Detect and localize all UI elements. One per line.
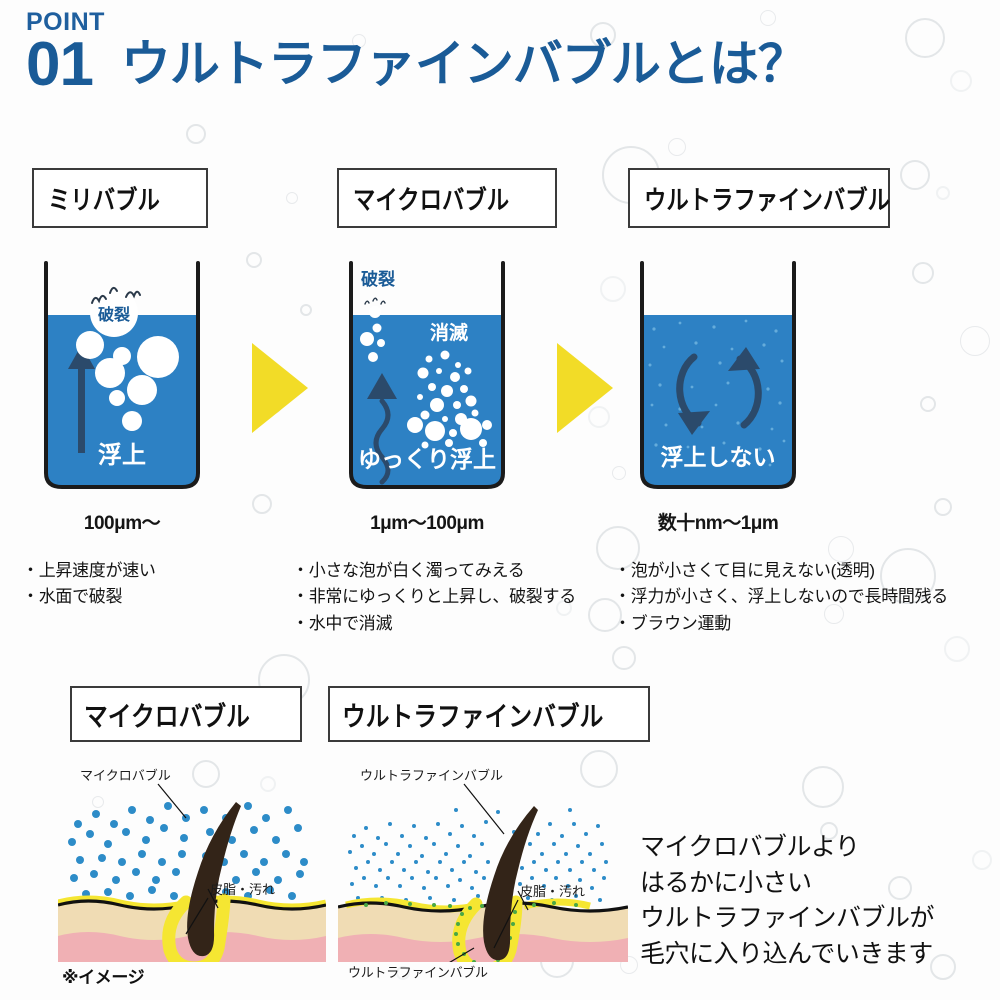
type-box-micro: マイクロバブル (337, 168, 557, 228)
point-badge: POINT 01 (26, 8, 105, 99)
beaker-micro-top-text: 破裂 (361, 269, 395, 289)
bullet-item: ・浮力が小さく、浮上しないので長時間残る (614, 587, 948, 607)
point-word: POINT (26, 8, 105, 36)
summary-line: ウルトラファインバブルが (640, 904, 935, 932)
beaker-ultrafine-wrap: 浮上しない 数十nm〜1μm (628, 255, 808, 535)
bullet-item: ・小さな泡が白く濁ってみえる (292, 561, 525, 580)
beaker-milli-wrap: 破裂 浮上 100μm〜 (32, 255, 212, 535)
skin-micro-bubble-callout: マイクロバブル (80, 768, 171, 783)
size-label-ultrafine: 数十nm〜1μm (657, 513, 779, 534)
lower-type-box-ultrafine: ウルトラファインバブル (328, 686, 650, 742)
bullet-item: ・非常にゆっくりと上昇し、破裂する (292, 587, 576, 607)
summary-line: はるかに小さい (640, 868, 812, 897)
transition-arrow-2-icon (557, 343, 613, 433)
bubble-column-micro: マイクロバブル 破裂 (337, 168, 579, 535)
point-number: 01 (26, 30, 94, 99)
bullet-item: ・上昇速度が速い (22, 561, 156, 580)
skin-sebum-callout-2: 皮脂・汚れ (520, 884, 585, 899)
bubble-column-milli: ミリバブル (32, 168, 274, 535)
bullet-item: ・ブラウン運動 (614, 613, 731, 633)
bullet-item: ・泡が小さくて目に見えない(透明) (614, 561, 875, 580)
size-label-micro: 1μm〜100μm (370, 513, 484, 534)
beaker-ultrafine: 浮上しない (628, 255, 808, 500)
summary-line: 毛穴に入り込んでいきます (640, 939, 933, 968)
lower-type-box-ultrafine-label: ウルトラファインバブル (342, 701, 604, 732)
skin-ultrafine-bubble-callout: ウルトラファインバブル (360, 768, 503, 783)
lower-type-box-micro-label: マイクロバブル (84, 701, 250, 732)
beaker-micro-bottom-text: ゆっくり浮上 (358, 446, 496, 472)
type-box-ultrafine: ウルトラファインバブル (628, 168, 890, 228)
lower-type-box-micro: マイクロバブル (70, 686, 302, 742)
type-box-milli-label: ミリバブル (48, 184, 160, 215)
skin-diagram-ultrafine: ウルトラファインバブル 皮脂・汚れ (337, 762, 629, 981)
type-box-ultrafine-label: ウルトラファインバブル (644, 184, 890, 215)
transition-arrow-1-icon (252, 343, 308, 433)
beaker-milli: 破裂 浮上 (32, 255, 212, 500)
beaker-micro-vanish-text: 消滅 (430, 321, 468, 344)
bubble-column-ultrafine: ウルトラファインバブル (628, 168, 896, 535)
bullet-item: ・水中で消滅 (292, 613, 393, 633)
bullets-ultrafine: ・泡が小さくて目に見えない(透明) ・浮力が小さく、浮上しないので長時間残る ・… (614, 558, 948, 637)
point-header: POINT 01 ウルトラファインバブルとは？ (26, 8, 808, 99)
beaker-ultrafine-bottom-text: 浮上しない (661, 444, 776, 470)
beaker-milli-bottom-text: 浮上 (98, 442, 146, 469)
beaker-micro: 破裂 (337, 255, 517, 500)
svg-text:破裂: 破裂 (98, 305, 130, 324)
summary-text: マイクロバブルより はるかに小さい ウルトラファインバブルが 毛穴に入り込んでい… (640, 830, 935, 972)
type-box-milli: ミリバブル (32, 168, 208, 228)
image-disclaimer: ※イメージ (62, 968, 145, 987)
skin-diagram-micro: マイクロバブル 皮脂・汚れ (57, 762, 327, 975)
type-box-micro-label: マイクロバブル (353, 184, 510, 215)
size-label-milli: 100μm〜 (83, 513, 161, 534)
summary-line: マイクロバブルより (640, 833, 860, 861)
bullets-micro: ・小さな泡が白く濁ってみえる ・非常にゆっくりと上昇し、破裂する ・水中で消滅 (292, 558, 576, 637)
page-title: ウルトラファインバブルとは？ (120, 36, 808, 93)
bullets-milli: ・上昇速度が速い ・水面で破裂 (22, 558, 156, 611)
beaker-micro-wrap: 破裂 (337, 255, 517, 535)
skin-ultrafine-pore-callout: ウルトラファインバブル (348, 965, 488, 980)
bullet-item: ・水面で破裂 (22, 587, 123, 607)
skin-sebum-callout-1: 皮脂・汚れ (210, 882, 275, 897)
